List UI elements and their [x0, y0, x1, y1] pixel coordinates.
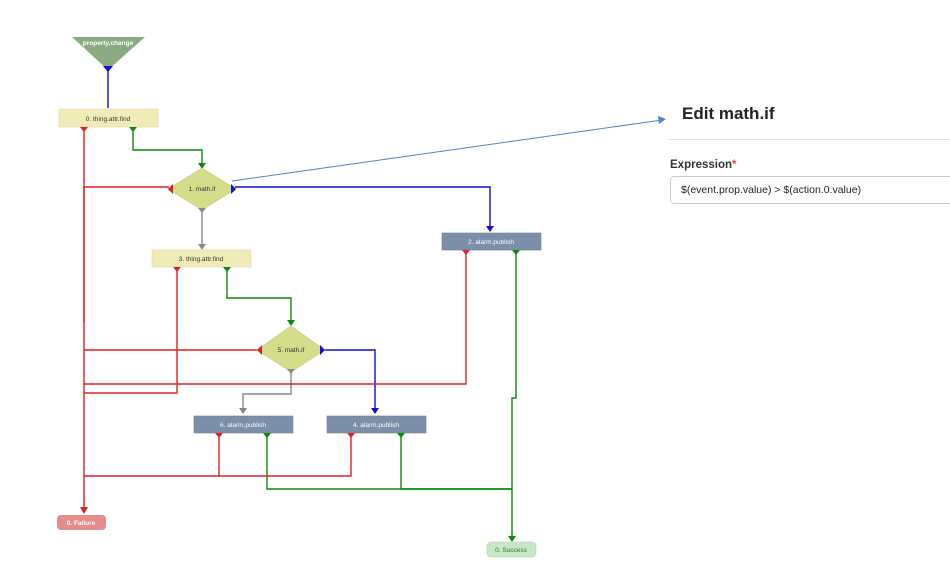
arrowhead-if-5-in — [287, 320, 295, 326]
trigger-label: property.change — [83, 40, 134, 47]
panel-title: Edit math.if — [682, 104, 775, 123]
edge-alarm-6-failure — [84, 433, 220, 477]
node-alarm-publish-4[interactable]: 4. alarm.publish — [326, 415, 427, 438]
node-math-if-1-label: 1. math.if — [189, 186, 216, 193]
arrowhead-alarm-6-in — [239, 408, 247, 414]
node-failure[interactable]: 0. Failure — [57, 515, 106, 530]
node-thing-attr-find-0[interactable]: 0. thing.attr.find — [58, 108, 159, 132]
port-marker — [168, 184, 173, 194]
edge-if-5-to-alarm-6 — [242, 370, 292, 413]
port-marker — [80, 127, 88, 132]
port-marker — [462, 250, 470, 255]
node-success[interactable]: 0. Success — [486, 541, 537, 558]
edge-find-0-to-if-1 — [132, 128, 203, 168]
edge-alarm-4-failure — [219, 433, 352, 477]
edge-if-5-to-alarm-4 — [325, 349, 376, 413]
edge-find-3-to-if-5 — [226, 266, 292, 325]
required-marker: * — [732, 159, 737, 171]
port-marker — [223, 267, 231, 272]
edge-if-1-to-alarm-2 — [235, 186, 491, 231]
expression-label-text: Expression — [670, 159, 732, 171]
panel-divider — [668, 139, 950, 140]
edge-if-1-failure — [83, 186, 169, 508]
port-marker — [512, 250, 520, 255]
node-math-if-5-label: 5. math.if — [278, 347, 305, 354]
expression-input[interactable] — [670, 176, 950, 204]
arrowhead-find-3-in — [198, 244, 206, 250]
node-math-if-5[interactable]: 5. math.if — [256, 325, 326, 374]
port-marker — [257, 345, 262, 355]
port-marker — [173, 267, 181, 272]
node-alarm-publish-2[interactable]: 2. alarm.publish — [441, 232, 542, 255]
port-marker — [320, 345, 325, 355]
node-thing-attr-find-0-label: 0. thing.attr.find — [86, 116, 131, 123]
arrowhead-failure-in — [80, 507, 88, 514]
port-marker — [198, 208, 206, 213]
node-alarm-publish-2-label: 2. alarm.publish — [468, 239, 514, 246]
port-marker — [231, 184, 236, 194]
node-thing-attr-find-3-label: 3. thing.attr.find — [179, 256, 224, 263]
edge-pointer-to-panel — [231, 119, 663, 182]
port-marker — [215, 433, 223, 438]
trigger-node[interactable]: property.change — [72, 37, 145, 72]
edge-alarm-4-success — [400, 433, 512, 490]
node-alarm-publish-6[interactable]: 6. alarm.publish — [193, 415, 294, 438]
port-marker — [347, 433, 355, 438]
edge-alarm-6-success — [266, 433, 512, 490]
edge-find-3-failure — [84, 266, 178, 394]
edge-alarm-2-failure — [84, 250, 467, 385]
arrowhead-success-in — [508, 536, 516, 542]
node-math-if-1[interactable]: 1. math.if — [167, 167, 237, 213]
node-alarm-publish-4-label: 4. alarm.publish — [353, 422, 399, 429]
expression-label: Expression* — [670, 159, 736, 171]
port-marker — [263, 433, 271, 438]
arrowhead-if-1-in — [198, 163, 206, 169]
edge-alarm-2-success — [511, 250, 517, 539]
node-thing-attr-find-3[interactable]: 3. thing.attr.find — [151, 249, 252, 272]
port-marker — [287, 369, 295, 374]
node-success-label: 0. Success — [495, 547, 528, 554]
node-alarm-publish-6-label: 6. alarm.publish — [220, 422, 266, 429]
node-failure-label: 0. Failure — [67, 520, 96, 527]
trigger-out-marker — [103, 66, 113, 72]
port-marker — [397, 433, 405, 438]
arrowhead-alarm-2-in — [486, 226, 494, 232]
arrowhead-panel — [658, 116, 666, 124]
port-marker — [129, 127, 137, 132]
arrowhead-alarm-4-in — [371, 408, 379, 414]
